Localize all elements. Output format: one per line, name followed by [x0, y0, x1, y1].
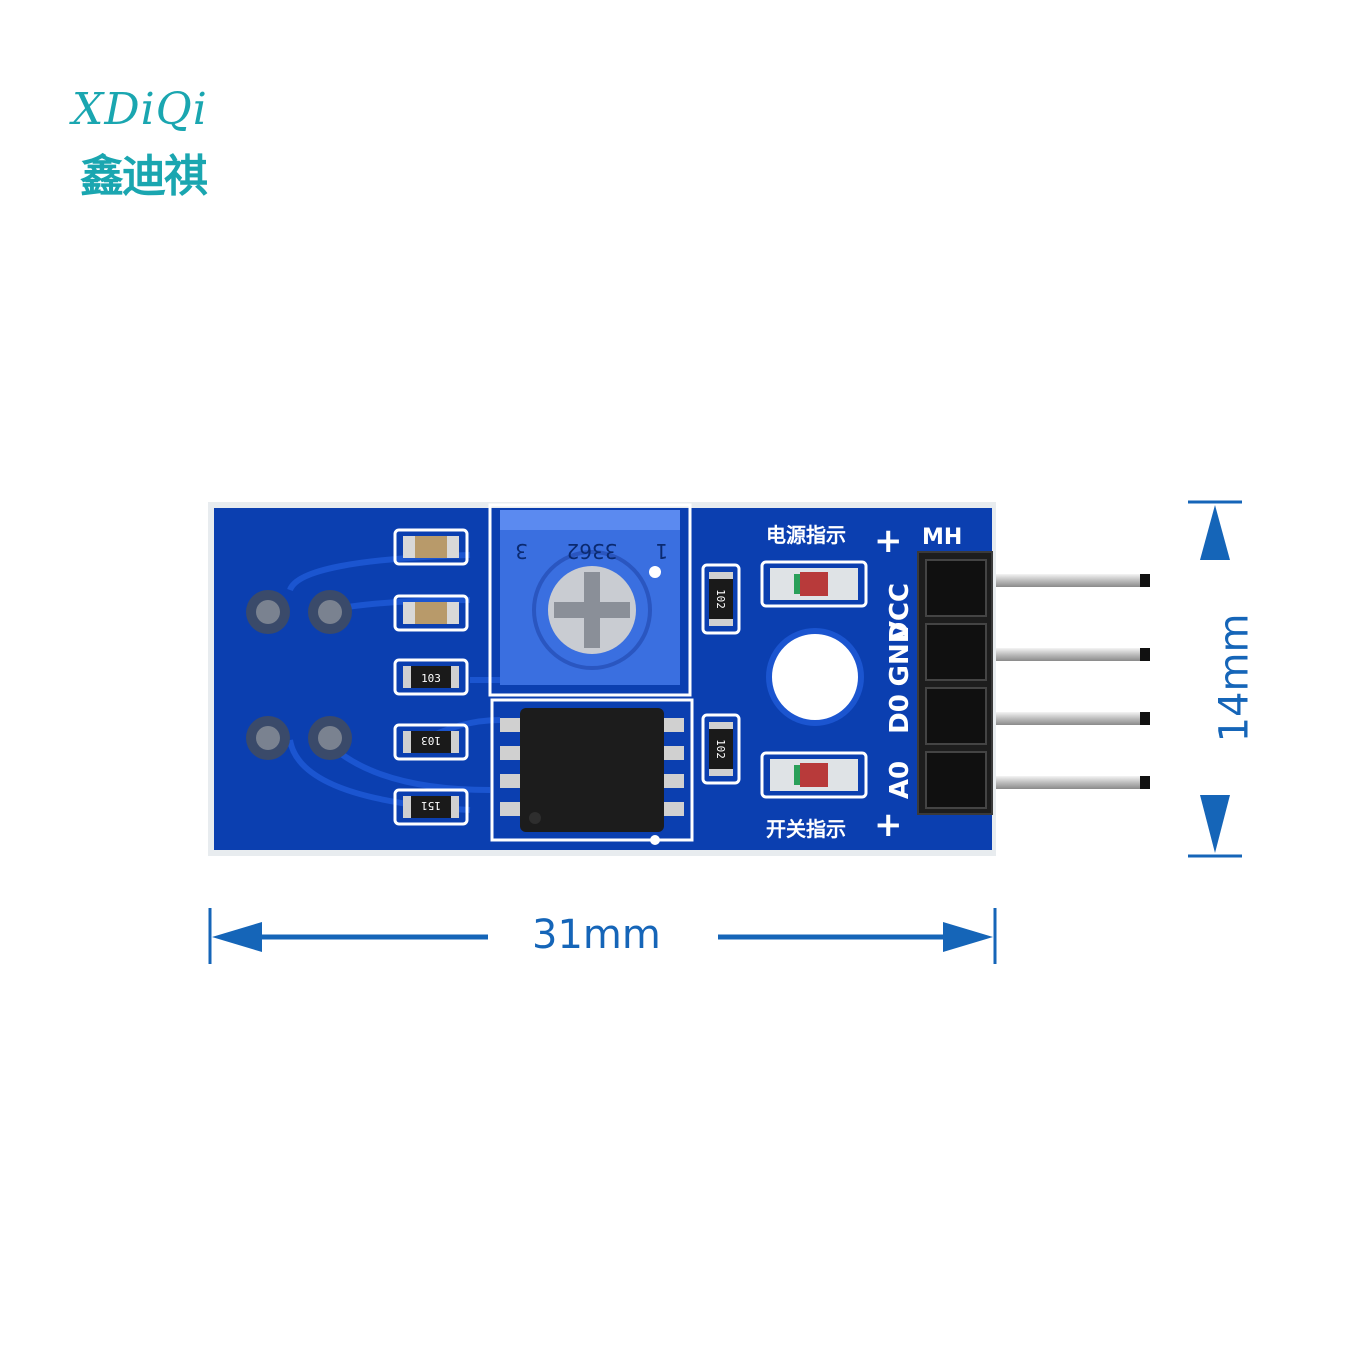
resistor-code: 103: [421, 672, 441, 685]
pin-label-d0: D0: [885, 694, 915, 734]
pot-marking: 3362: [567, 539, 618, 563]
pin-header: [917, 551, 993, 815]
ic-chip: [490, 698, 694, 845]
plus-sign: +: [874, 521, 903, 561]
brand-logo-latin: XDiQi: [72, 84, 208, 135]
capacitor: [393, 594, 469, 632]
resistor: 102: [701, 563, 741, 635]
height-label: 14mm: [1211, 613, 1258, 743]
switch-led-label: 开关指示: [766, 817, 846, 841]
pin-label-gnd: GND: [885, 622, 915, 687]
width-dimension: [208, 908, 997, 964]
header-pins: [990, 574, 1150, 789]
brand-logo-chinese: 鑫迪祺: [80, 151, 208, 202]
height-dimension: [1188, 500, 1242, 858]
header-label: MH: [922, 525, 962, 550]
plus-sign: +: [874, 805, 903, 845]
pot-pin-label: 1: [655, 539, 668, 563]
resistor-code: 102: [714, 589, 727, 609]
resistor: 103: [393, 723, 469, 761]
resistor: 102: [701, 713, 741, 785]
resistor-code: 102: [714, 739, 727, 759]
resistor: 103: [393, 658, 469, 696]
capacitor: [393, 528, 469, 566]
power-led-label: 电源指示: [766, 523, 846, 547]
sensor-leads: [246, 590, 352, 760]
power-led: [760, 560, 868, 608]
potentiometer: 3362 3 1: [488, 503, 692, 697]
switch-led: [760, 751, 868, 799]
resistor: 151: [393, 788, 469, 826]
resistor-code: 151: [421, 799, 441, 812]
resistor-code: 103: [421, 734, 441, 747]
pin-label-vcc: VCC: [885, 583, 915, 641]
width-label: 31mm: [532, 912, 661, 958]
pot-pin-label: 3: [515, 539, 528, 563]
pin-label-a0: A0: [885, 761, 915, 799]
